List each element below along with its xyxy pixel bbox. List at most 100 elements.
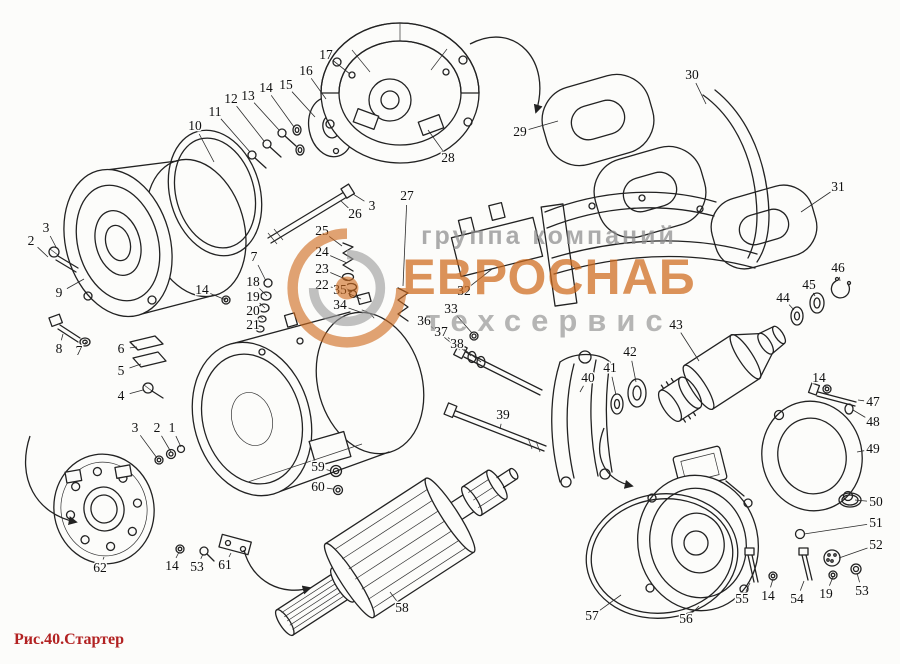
end-cap-housing: [63, 158, 247, 318]
long-bolt-upper: [453, 331, 543, 396]
stator-housing: [191, 311, 425, 497]
leader-line-32: [470, 268, 493, 286]
part-number-26: 26: [348, 206, 362, 221]
leader-line-61: [228, 552, 232, 558]
leader-line-45: [812, 292, 816, 297]
leader-line-60: [326, 487, 334, 490]
part-number-21: 21: [246, 317, 260, 332]
leader-line-13: [253, 102, 280, 131]
leader-line-59: [326, 469, 332, 472]
part-number-48: 48: [866, 414, 880, 429]
leader-line-54: [799, 580, 805, 591]
leader-line-12: [236, 105, 265, 142]
part-number-19: 19: [246, 289, 260, 304]
leader-line-16: [310, 78, 327, 100]
part-number-30: 30: [685, 67, 699, 82]
part-number-16: 16: [299, 63, 313, 78]
gasket-ring: [167, 129, 263, 257]
leader-line-37: [447, 337, 472, 357]
leader-line-50: [854, 499, 868, 502]
part-number-23: 23: [315, 261, 329, 276]
nut-washer-59-60: [329, 464, 344, 496]
leader-line-19: [829, 576, 834, 586]
part-number-7: 7: [251, 249, 258, 264]
part-number-24: 24: [315, 244, 329, 259]
hardware-bottom-left: [154, 444, 252, 562]
part-number-62: 62: [93, 560, 107, 575]
leader-line-7: [257, 264, 267, 282]
terminal-block: [450, 201, 544, 278]
part-number-52: 52: [869, 537, 883, 552]
leader-line-3: [352, 193, 365, 202]
part-number-22: 22: [315, 277, 329, 292]
leader-line-14: [210, 293, 227, 301]
leader-line-7: [84, 341, 87, 345]
part-number-12: 12: [224, 91, 238, 106]
long-bolt-lower: [443, 402, 547, 453]
field-coil-right: [710, 184, 818, 270]
leader-line-6: [129, 346, 138, 349]
figure-caption: Рис.40.Стартер: [14, 631, 125, 648]
part-number-29: 29: [513, 124, 527, 139]
part-number-37: 37: [434, 324, 448, 339]
part-number-31: 31: [831, 179, 845, 194]
part-number-46: 46: [831, 260, 845, 275]
part-number-59: 59: [311, 459, 325, 474]
part-number-32: 32: [457, 283, 471, 298]
part-number-49: 49: [866, 441, 880, 456]
leader-line-51: [803, 524, 868, 535]
leader-line-52: [838, 547, 868, 559]
leader-line-15: [291, 91, 316, 118]
leader-line-10: [198, 133, 215, 163]
leader-line-46: [839, 276, 841, 282]
leader-line-56: [692, 605, 700, 613]
part-number-34: 34: [333, 297, 347, 312]
drive-clutch-assembly: [657, 325, 787, 423]
hardware-bottom-right: [744, 492, 862, 583]
leader-line-53: [856, 572, 860, 583]
leader-line-53: [200, 553, 204, 559]
leader-line-62: [102, 556, 105, 560]
part-number-53: 53: [855, 583, 869, 598]
part-number-53: 53: [190, 559, 204, 574]
part-number-8: 8: [56, 341, 63, 356]
part-number-14: 14: [761, 588, 775, 603]
part-number-39: 39: [496, 407, 510, 422]
leader-line-14: [175, 551, 180, 559]
part-number-58: 58: [395, 600, 409, 615]
leader-line-48: [852, 409, 866, 418]
leader-line-11: [220, 118, 251, 153]
part-number-19: 19: [819, 586, 833, 601]
left-hardware: [48, 246, 167, 399]
leader-line-20: [259, 316, 264, 320]
part-number-55: 55: [735, 591, 749, 606]
leader-line-25: [328, 236, 343, 247]
frame-straps: [540, 191, 758, 307]
part-number-38: 38: [450, 336, 464, 351]
leader-line-40: [579, 385, 584, 393]
leader-line-3: [49, 235, 57, 248]
stud-hardware-cluster: [221, 278, 273, 333]
brush-plate: [53, 453, 155, 565]
part-number-3: 3: [132, 420, 139, 435]
part-number-45: 45: [802, 277, 816, 292]
leader-line-2: [161, 435, 172, 453]
leader-line-24: [330, 255, 348, 264]
intermediate-shield: [761, 400, 863, 512]
leader-line-9: [66, 278, 85, 289]
part-number-36: 36: [417, 313, 431, 328]
leader-line-39: [499, 423, 502, 430]
part-number-60: 60: [311, 479, 325, 494]
part-number-9: 9: [56, 285, 63, 300]
front-bracket: [636, 445, 760, 612]
assembly-arrows: [25, 36, 634, 595]
end-shield-screws: [247, 124, 305, 169]
leader-line-58: [389, 591, 397, 602]
leader-line-41: [611, 376, 617, 396]
part-number-2: 2: [154, 420, 161, 435]
leader-line-31: [800, 191, 831, 213]
leader-line-14: [824, 384, 828, 389]
commutator-end-shield: [320, 22, 480, 164]
